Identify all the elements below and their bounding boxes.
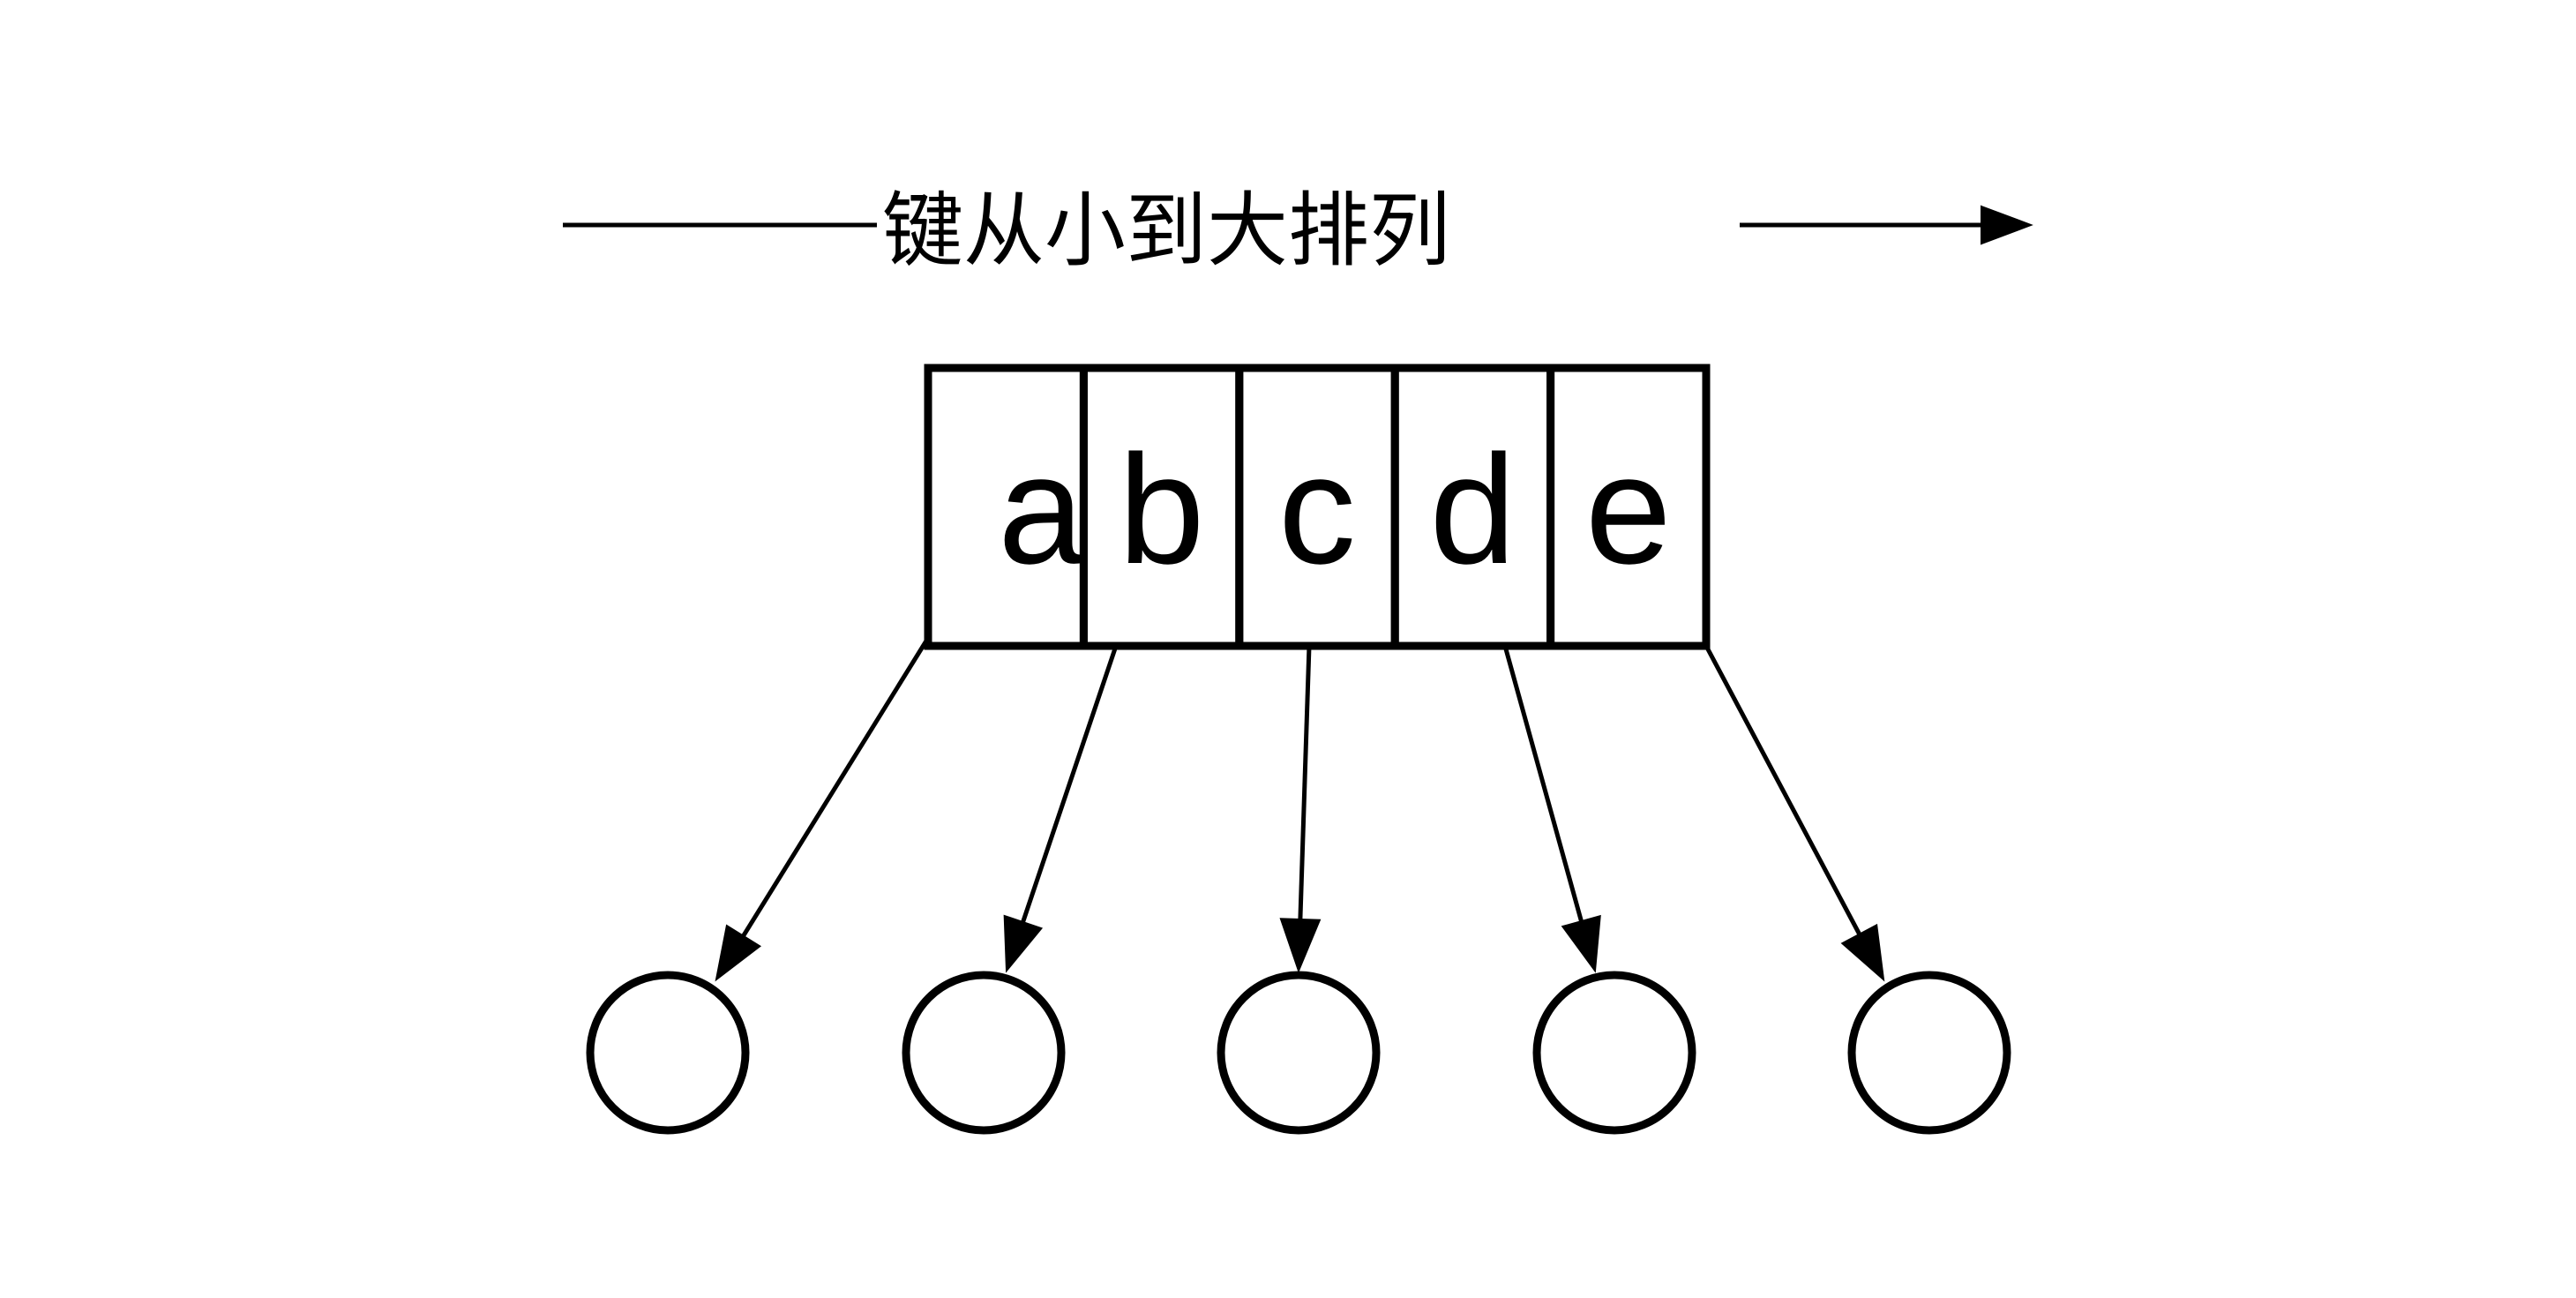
child-nodes: [586, 971, 2011, 1135]
child-node-circle: [1847, 971, 2011, 1135]
child-pointer-arrowhead-icon: [1561, 914, 1601, 973]
child-node-circle: [902, 971, 1066, 1135]
child-node-circle: [586, 971, 750, 1135]
child-node-circle: [1532, 971, 1696, 1135]
child-node-circle: [1217, 971, 1381, 1135]
key-cell: [1546, 364, 1711, 650]
child-pointer-line: [741, 636, 931, 938]
key-label: a: [998, 424, 1084, 596]
title-arrow: 键从小到大排列: [563, 184, 2033, 278]
title-text: 键从小到大排列: [882, 184, 1450, 278]
child-pointer-line: [1502, 645, 1584, 922]
child-pointer-arrows: [715, 636, 1885, 982]
title-arrowhead-icon: [1981, 205, 2033, 245]
child-pointer-arrowhead-icon: [1003, 914, 1044, 973]
child-pointer-line: [1298, 645, 1312, 920]
child-pointer-line: [1704, 644, 1861, 935]
key-label: e: [1585, 424, 1672, 596]
key-label: c: [1278, 424, 1356, 596]
key-label: d: [1429, 424, 1516, 596]
child-pointer-arrowhead-icon: [715, 924, 762, 982]
child-pointer-arrowhead-icon: [1279, 918, 1322, 973]
child-pointer-arrowhead-icon: [1840, 923, 1885, 982]
key-label: b: [1119, 424, 1205, 596]
child-pointer-line: [1021, 645, 1119, 923]
